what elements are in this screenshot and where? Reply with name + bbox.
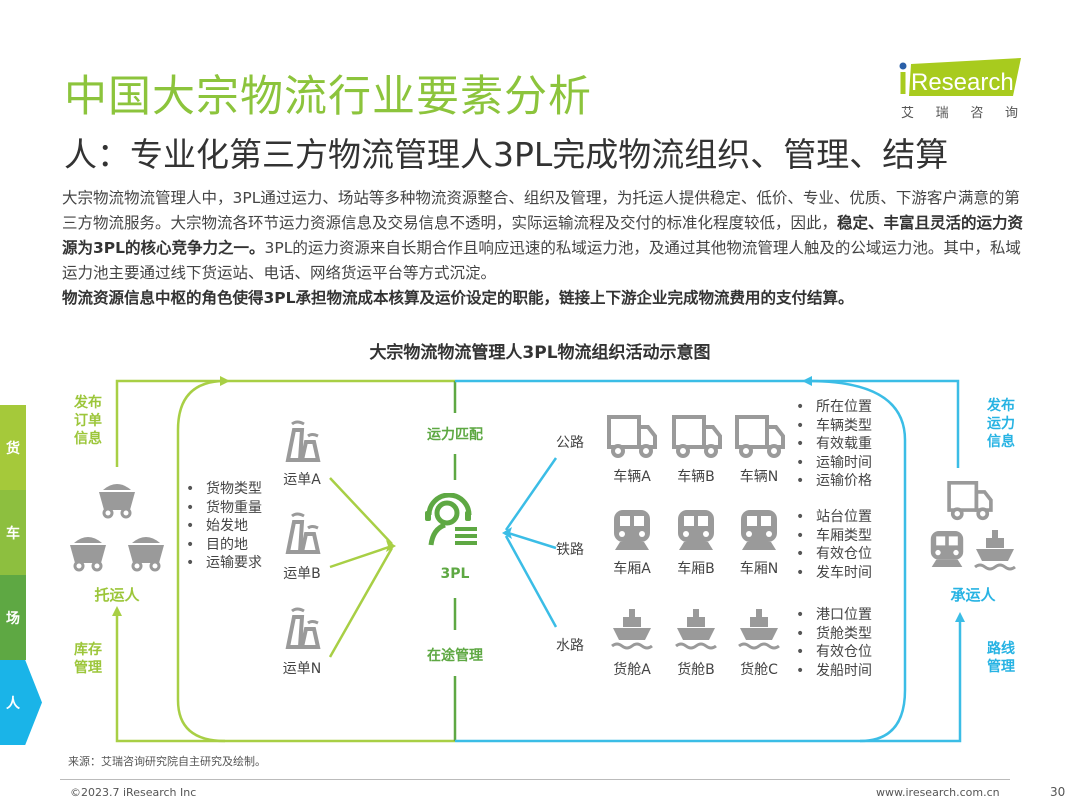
svg-text:Research: Research	[911, 69, 1014, 96]
3pl-label: 3PL	[440, 566, 470, 582]
para-bold: 物流资源信息中枢的角色使得3PL承担物流成本核算及运价设定的职能，链接上下游企业…	[62, 289, 854, 307]
train-icon	[739, 508, 779, 552]
logo-chinese: 艾瑞咨询	[897, 102, 1022, 121]
logo-char: 咨	[970, 106, 984, 121]
carriage-label: 车厢N	[739, 561, 779, 577]
hold-label: 货舱B	[677, 662, 715, 678]
list-item: 港口位置	[796, 606, 872, 625]
list-item: 货舱类型	[796, 625, 872, 644]
logo-char: 艾	[901, 106, 915, 121]
page-subtitle: 人：专业化第三方物流管理人3PL完成物流组织、管理、结算	[64, 135, 949, 174]
list-item: 货物类型	[186, 480, 262, 499]
page-title: 中国大宗物流行业要素分析	[64, 72, 592, 122]
vehicle-label: 车辆N	[739, 469, 779, 485]
logo-char: 瑞	[935, 106, 949, 121]
list-item: 货物重量	[186, 499, 262, 518]
truck-icon	[945, 481, 995, 521]
para-bold: 稳定、丰富且灵活的运力资源为3PL的核心竞争力之一。	[62, 214, 1024, 257]
ship-icon	[674, 607, 718, 651]
list-item: 站台位置	[796, 508, 872, 527]
publish-order-label: 发布订单信息	[74, 395, 102, 447]
ship-icon	[610, 607, 654, 651]
list-item: 有效仓位	[796, 545, 872, 564]
sidebar-item-goods: 货	[0, 405, 26, 490]
iresearch-logo: Research	[899, 58, 1021, 96]
hold-label: 货舱A	[613, 662, 651, 678]
list-item: 运输要求	[186, 554, 262, 573]
train-icon	[676, 508, 716, 552]
intro-paragraph: 大宗物流物流管理人中，3PL通过运力、场站等多种物流资源整合、组织及管理，为托运…	[62, 186, 1032, 311]
ship-icon	[737, 607, 781, 651]
order-label: 运单B	[283, 566, 321, 582]
list-item: 车厢类型	[796, 527, 872, 546]
sidebar-item-station: 场	[0, 575, 26, 660]
logo-char: 询	[1004, 106, 1018, 121]
dispatcher-icon	[425, 493, 477, 546]
list-item: 有效载重	[796, 435, 872, 454]
source-note: 来源：艾瑞咨询研究院自主研究及绘制。	[68, 755, 266, 768]
list-item: 运输价格	[796, 472, 872, 491]
ship-icon	[973, 528, 1017, 572]
vehicle-label: 车辆B	[677, 469, 715, 485]
list-item: 始发地	[186, 517, 262, 536]
water-attributes: 港口位置货舱类型有效仓位发船时间	[796, 606, 872, 680]
road-attributes: 所在位置车辆类型有效载重运输时间运输价格	[796, 398, 872, 491]
list-item: 发车时间	[796, 564, 872, 583]
para-text: 大宗物流物流管理人中，3PL通过运力、场站等多种物流资源整合、组织及管理，为托运…	[62, 189, 1020, 232]
shipper-label: 托运人	[94, 586, 140, 604]
copyright: ©2023.7 iResearch Inc	[70, 786, 197, 799]
rail-attributes: 站台位置车厢类型有效仓位发车时间	[796, 508, 872, 582]
order-attributes: 货物类型货物重量始发地目的地运输要求	[186, 480, 262, 573]
hold-label: 货舱C	[740, 662, 778, 678]
coal-cart-icon	[97, 480, 137, 520]
route-management-label: 路线管理	[987, 641, 1015, 675]
coal-cart-icon	[126, 533, 166, 573]
factory-icon	[280, 418, 324, 462]
footer-divider	[60, 779, 1010, 780]
mode-road: 公路	[556, 435, 584, 451]
carriage-label: 车厢A	[613, 561, 651, 577]
train-icon	[929, 528, 965, 570]
list-item: 所在位置	[796, 398, 872, 417]
publish-capacity-label: 发布运力信息	[987, 398, 1015, 450]
carrier-label: 承运人	[950, 586, 996, 604]
coal-cart-icon	[68, 533, 108, 573]
truck-icon	[735, 415, 785, 459]
vehicle-label: 车辆A	[613, 469, 651, 485]
carriage-label: 车厢B	[677, 561, 715, 577]
capacity-match-label: 运力匹配	[427, 427, 483, 443]
list-item: 车辆类型	[796, 417, 872, 436]
sidebar-item-vehicle: 车	[0, 490, 26, 575]
mode-rail: 铁路	[556, 542, 584, 558]
list-item: 目的地	[186, 536, 262, 555]
mode-water: 水路	[556, 638, 584, 654]
website-link[interactable]: www.iresearch.com.cn	[876, 786, 1000, 799]
train-icon	[612, 508, 652, 552]
factory-icon	[280, 605, 324, 649]
list-item: 发船时间	[796, 662, 872, 681]
truck-icon	[607, 415, 657, 459]
para-text: 3PL的运力资源来自长期合作且响应迅速的私域运力池，及通过其他物流管理人触及的公…	[62, 239, 1021, 282]
list-item: 有效仓位	[796, 643, 872, 662]
diagram-title: 大宗物流物流管理人3PL物流组织活动示意图	[369, 343, 711, 363]
list-item: 运输时间	[796, 454, 872, 473]
truck-icon	[672, 415, 722, 459]
inventory-label: 库存管理	[74, 642, 102, 676]
in-transit-label: 在途管理	[427, 648, 483, 664]
order-label: 运单A	[283, 472, 321, 488]
factory-icon	[280, 510, 324, 554]
page-number: 30	[1050, 785, 1066, 799]
order-label: 运单N	[282, 661, 322, 677]
